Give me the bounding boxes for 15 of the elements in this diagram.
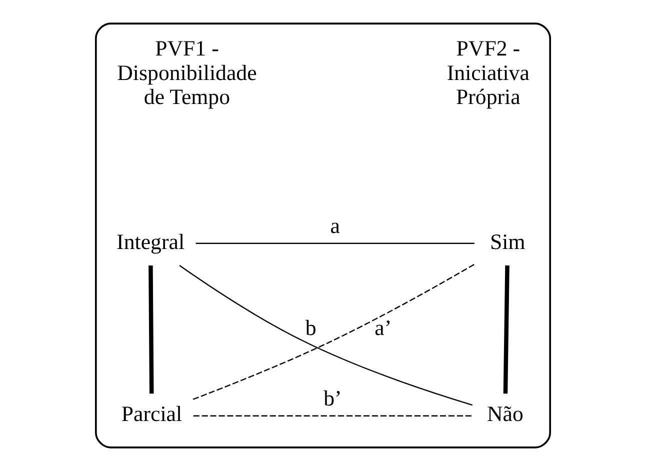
connector (193, 414, 472, 416)
edge-label: a (330, 213, 340, 238)
label: PVF1 - Disponibilidade de Tempo (117, 36, 257, 109)
edge-label: a’ (374, 315, 392, 340)
edge-label: b (305, 315, 316, 340)
edge-label: b’ (324, 386, 342, 410)
node-text: Integral (116, 229, 185, 254)
connector (503, 264, 510, 394)
node-text: Sim (490, 229, 526, 254)
node-text: Parcial (121, 402, 182, 426)
connector (148, 264, 154, 394)
label: PVF2 - Iniciativa Própria (446, 36, 530, 109)
cluster (94, 22, 552, 448)
connector (196, 242, 474, 244)
node-text: Não (486, 402, 524, 426)
